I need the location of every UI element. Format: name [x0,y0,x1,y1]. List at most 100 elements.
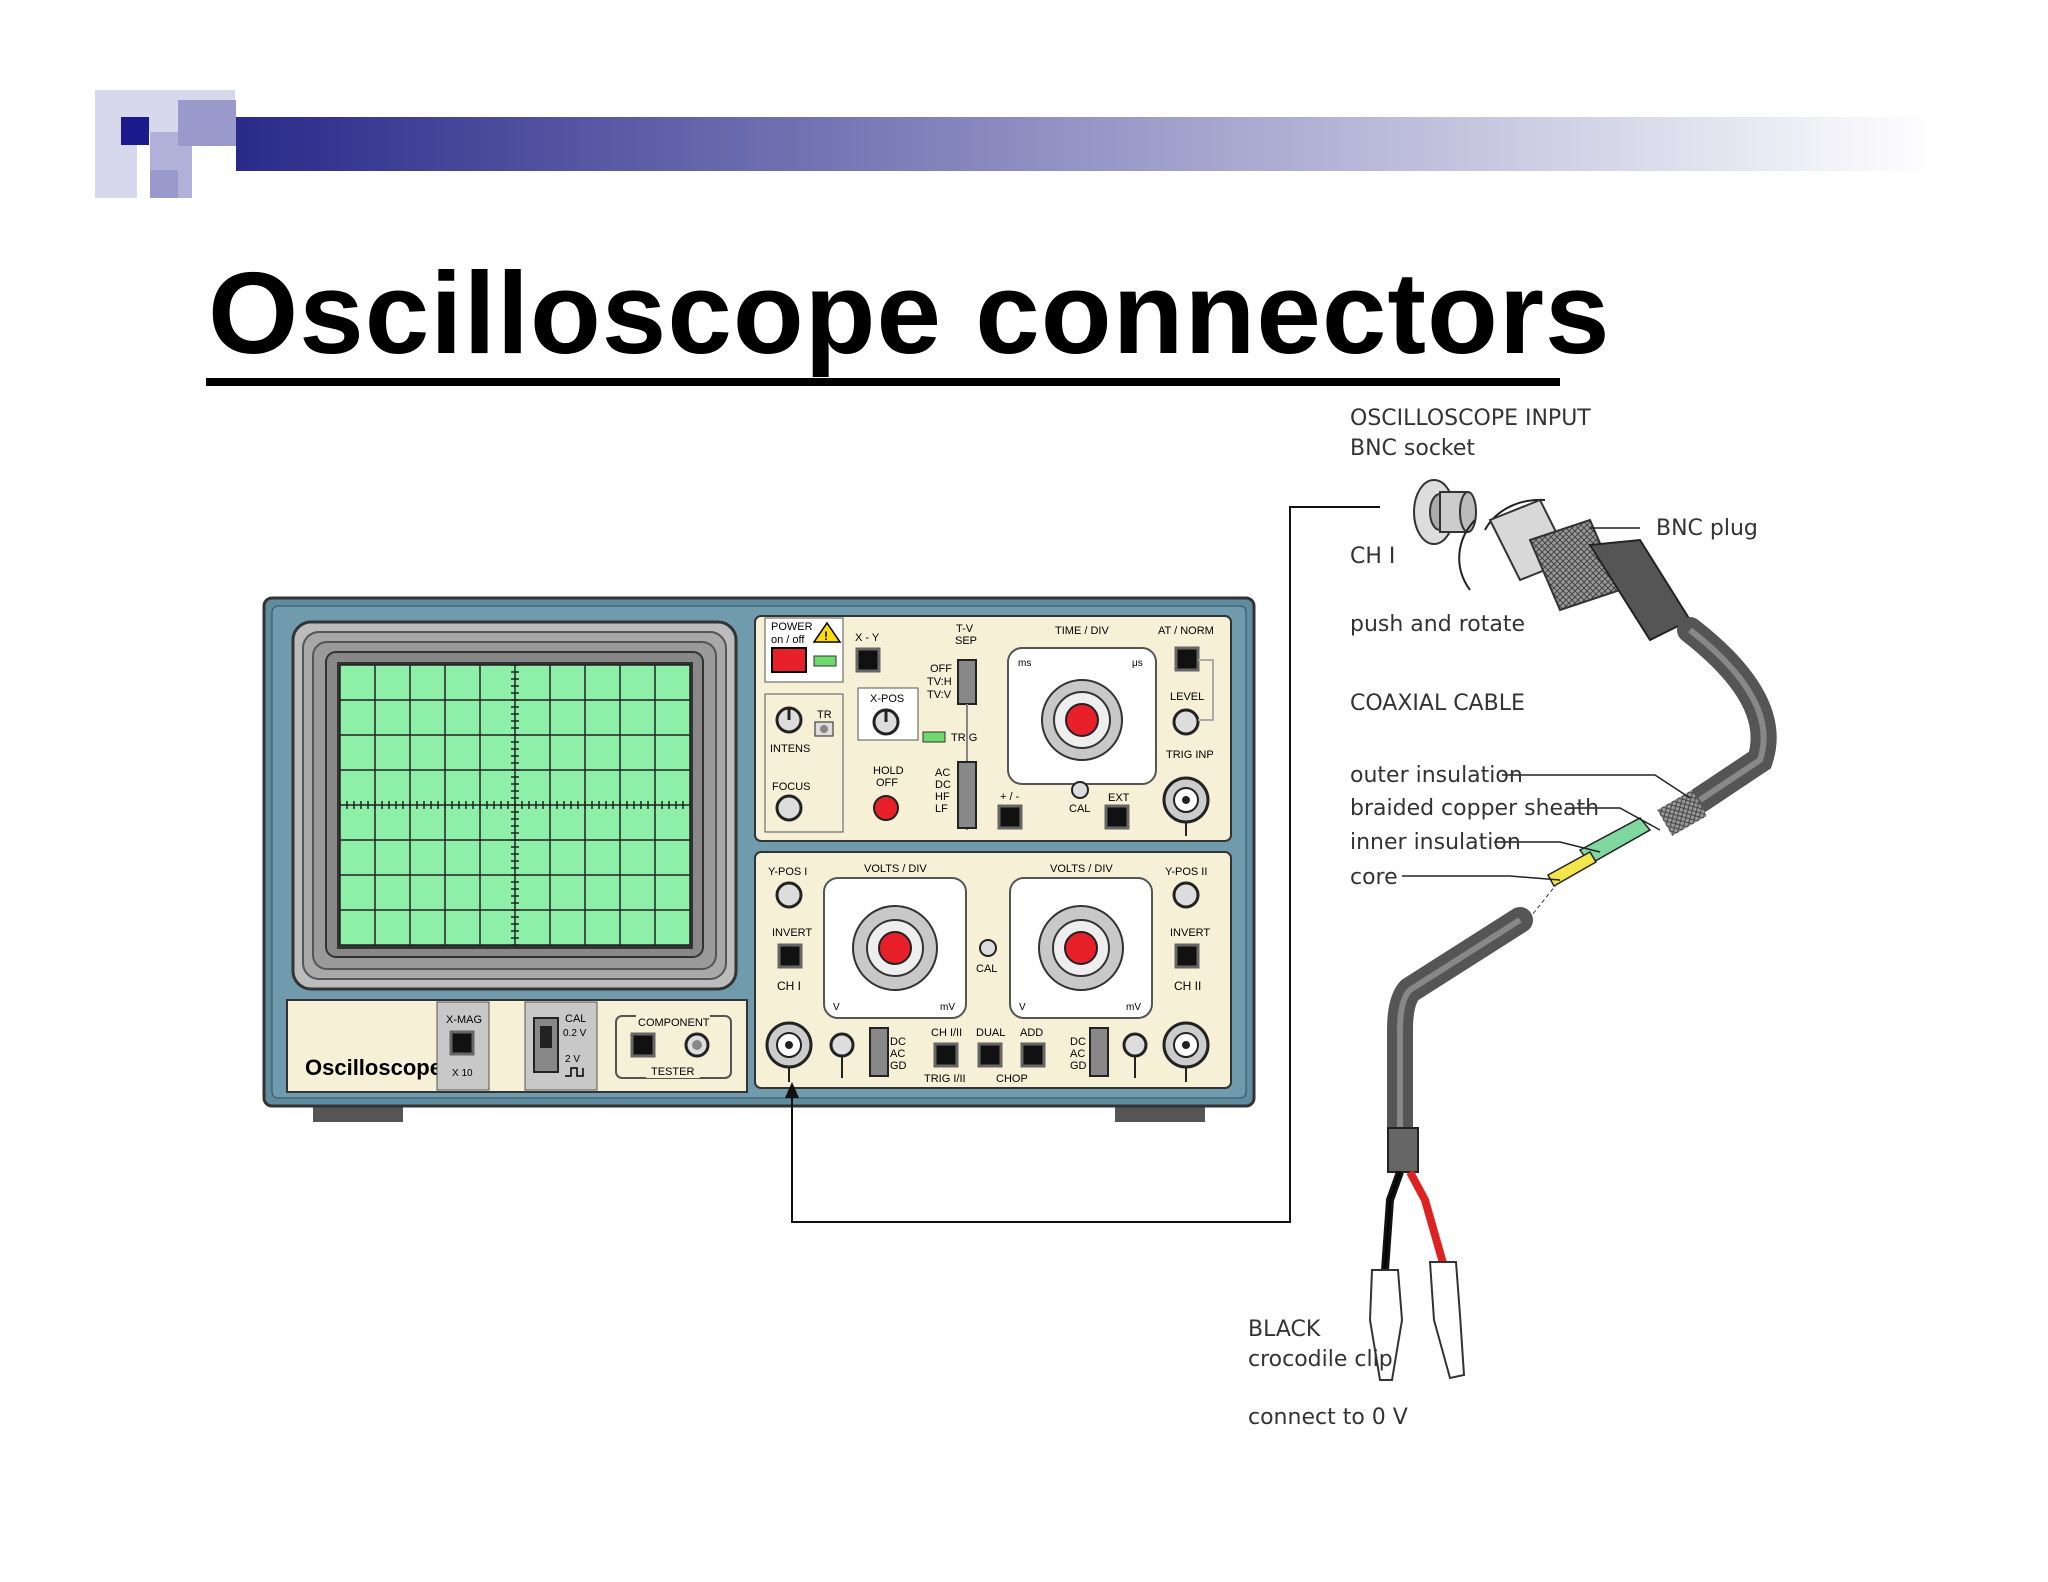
bnc-socket [1413,479,1477,545]
ch2-volts-knob[interactable] [1064,931,1098,965]
xmag-button[interactable] [449,1030,475,1056]
svg-text:TV:H: TV:H [927,676,952,688]
svg-text:X - Y: X - Y [855,632,880,644]
svg-text:CH I: CH I [777,979,801,993]
svg-text:OFF: OFF [876,777,898,789]
svg-text:V: V [1019,1002,1026,1013]
label-input-line2: BNC socket [1350,436,1475,461]
svg-text:+ / -: + / - [1000,791,1020,803]
svg-text:HF: HF [935,791,950,803]
ch2-invert-button[interactable] [1174,943,1200,969]
connection-line [785,506,1380,1223]
ch1-invert-button[interactable] [777,943,803,969]
svg-text:TIME / DIV: TIME / DIV [1055,625,1109,637]
svg-text:CHOP: CHOP [996,1073,1028,1085]
ext-button[interactable] [1104,804,1130,830]
svg-text:LF: LF [935,803,948,815]
ch1-volts-knob[interactable] [878,931,912,965]
svg-text:mV: mV [1126,1002,1141,1013]
svg-text:VOLTS / DIV: VOLTS / DIV [864,863,927,875]
svg-text:TRIG I/II: TRIG I/II [924,1073,966,1085]
svg-text:2 V: 2 V [565,1054,580,1065]
ch1-coupling-switch[interactable] [869,1027,889,1077]
svg-text:LEVEL: LEVEL [1170,691,1204,703]
label-braided: braided copper sheath [1350,796,1599,821]
trig-coupling-switch[interactable] [957,761,977,829]
xmag-label: X-MAG [446,1014,482,1026]
label-bnc-plug: BNC plug [1656,516,1758,541]
svg-text:X-POS: X-POS [870,693,904,705]
ch-select-button[interactable] [933,1042,959,1068]
level-knob[interactable] [1172,708,1200,736]
label-black: BLACK [1248,1317,1321,1342]
annotations: OSCILLOSCOPE INPUT BNC socket BNC plug C… [1248,406,1758,1430]
svg-text:ADD: ADD [1020,1027,1043,1039]
svg-text:!: ! [824,629,828,643]
ypos2-knob[interactable] [1172,881,1200,909]
scope-brand: Oscilloscope [305,1055,442,1080]
svg-text:FOCUS: FOCUS [772,781,811,793]
svg-text:INVERT: INVERT [1170,927,1210,939]
svg-text:GD: GD [890,1060,907,1072]
label-outer-insulation: outer insulation [1350,763,1523,788]
svg-text:POWER: POWER [771,621,813,633]
svg-text:mV: mV [940,1002,955,1013]
black-clip-icon [1368,1269,1404,1381]
dual-button[interactable] [977,1042,1003,1068]
svg-text:DC: DC [890,1036,906,1048]
svg-text:CAL: CAL [976,963,997,975]
svg-text:AC: AC [1070,1048,1085,1060]
svg-text:TV:V: TV:V [927,689,952,701]
svg-text:TRIG INP: TRIG INP [1166,749,1214,761]
slide-title: Oscilloscope connectors [208,248,1611,378]
bnc-plug [1458,498,1692,642]
svg-text:VOLTS / DIV: VOLTS / DIV [1050,863,1113,875]
ypos1-knob[interactable] [775,881,803,909]
focus-knob[interactable] [775,794,803,822]
label-inner-insulation: inner insulation [1350,830,1521,855]
label-crocodile: crocodile clip [1248,1347,1393,1372]
svg-text:OFF: OFF [930,663,952,675]
label-ch1: CH I [1350,544,1395,569]
label-pointers [1402,527,1691,881]
svg-text:AT / NORM: AT / NORM [1158,625,1214,637]
label-connect: connect to 0 V [1248,1405,1408,1430]
svg-text:CH I/II: CH I/II [931,1027,962,1039]
svg-text:DC: DC [1070,1036,1086,1048]
svg-text:Y-POS II: Y-POS II [1165,866,1207,878]
svg-text:AC: AC [890,1048,905,1060]
oscilloscope: Oscilloscope X-MAG X 10 CAL 0.2 V 2 V CO… [262,596,1256,1122]
svg-text:CH II: CH II [1174,979,1201,993]
svg-text:AC: AC [935,767,950,779]
add-button[interactable] [1020,1042,1046,1068]
crocodile-clips [1368,1261,1466,1381]
warning-icon [812,621,842,643]
holdoff-knob[interactable] [873,795,899,821]
x10-label: X 10 [452,1068,473,1079]
label-input-line1: OSCILLOSCOPE INPUT [1350,406,1591,431]
svg-text:V: V [833,1002,840,1013]
ch2-coupling-switch[interactable] [1089,1027,1109,1077]
svg-text:INTENS: INTENS [770,743,810,755]
at-norm-button[interactable] [1174,646,1200,672]
xy-button[interactable] [855,647,881,673]
scope-foot-right [1115,1104,1205,1122]
time-div-knob[interactable] [1065,703,1099,737]
svg-text:CAL: CAL [1069,803,1090,815]
svg-text:CAL: CAL [565,1013,586,1025]
component-button[interactable] [630,1032,656,1058]
svg-text:DC: DC [935,779,951,791]
slope-button[interactable] [997,804,1023,830]
red-clip-icon [1428,1261,1466,1380]
tv-sep-switch[interactable] [957,659,977,705]
arrow-head-icon [785,1082,799,1098]
title-underline [206,378,1560,386]
screen-graticule [339,664,691,946]
svg-text:DUAL: DUAL [976,1027,1005,1039]
svg-text:EXT: EXT [1108,792,1130,804]
power-button[interactable] [771,647,807,673]
svg-text:T-V: T-V [956,623,974,635]
trig-led [922,731,946,743]
svg-text:Y-POS I: Y-POS I [768,866,807,878]
